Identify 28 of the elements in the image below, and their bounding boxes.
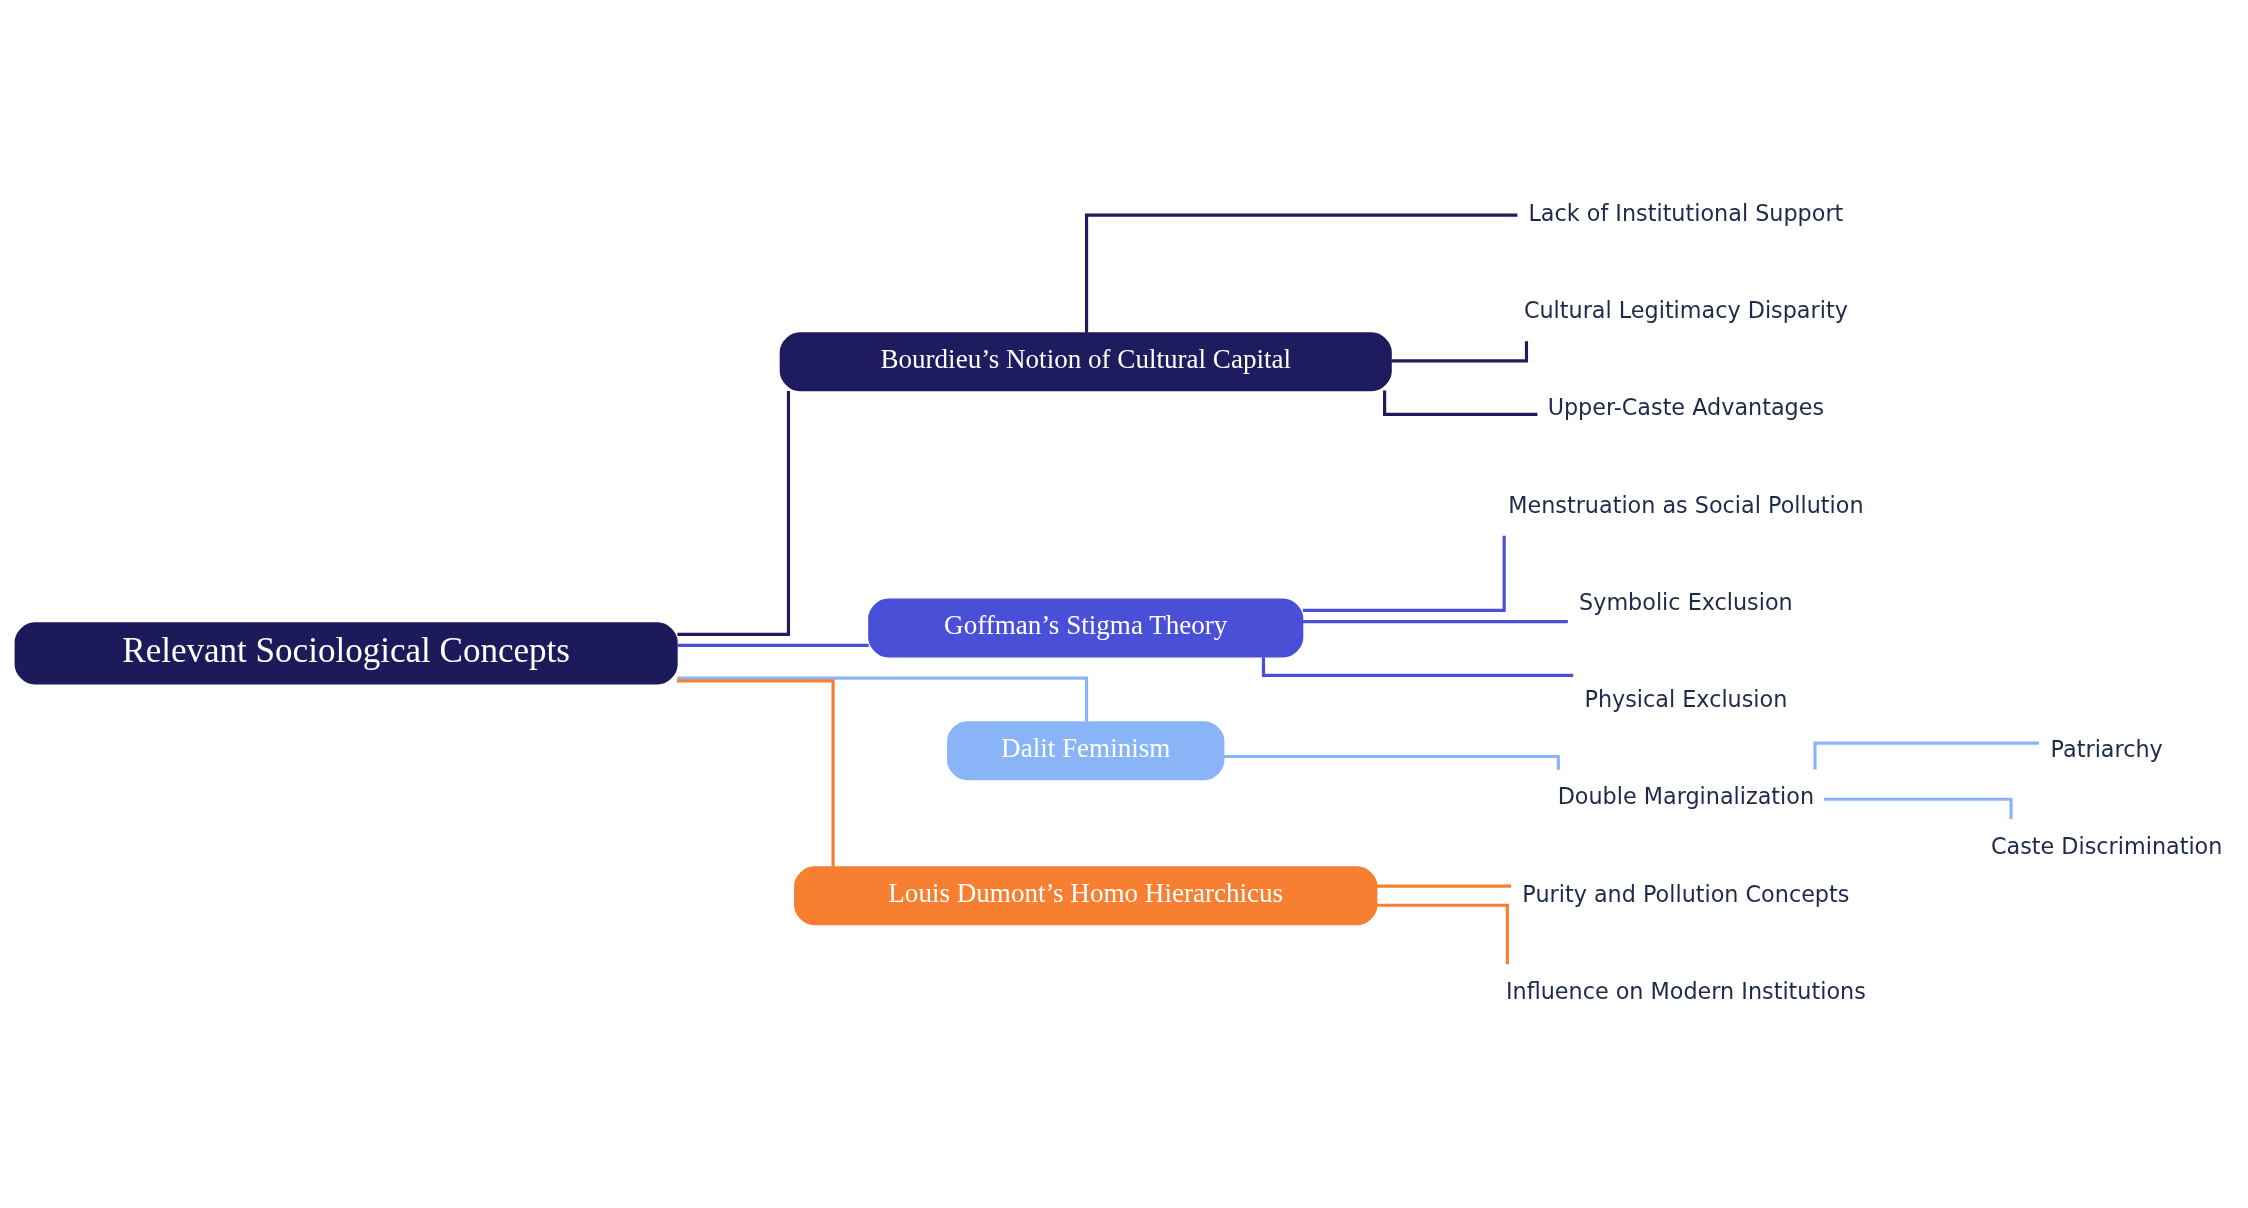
node-box: Louis Dumont’s Homo Hierarchicus: [794, 866, 1378, 926]
connector: [1377, 884, 1512, 888]
node-text: Cultural Legitimacy Disparity: [1523, 297, 1848, 324]
node-text: Influence on Modern Institutions: [1505, 977, 1866, 1004]
node-text: Lack of Institutional Support: [1528, 199, 1844, 226]
connector: [677, 390, 791, 636]
connector: [1302, 535, 1506, 612]
node-text: Purity and Pollution Concepts: [1522, 880, 1850, 907]
connector: [1084, 213, 1518, 333]
node-box: Goffman’s Stigma Theory: [868, 598, 1304, 658]
node-box: Dalit Feminism: [947, 721, 1225, 781]
connector: [1813, 741, 2040, 770]
connector: [1376, 903, 1509, 965]
node-text: Physical Exclusion: [1584, 686, 1788, 713]
node-text: Upper-Caste Advantages: [1547, 394, 1825, 421]
node-text: Symbolic Exclusion: [1579, 588, 1793, 615]
node-text: Menstruation as Social Pollution: [1508, 491, 1864, 518]
connector: [1302, 619, 1568, 624]
connector: [1383, 390, 1538, 416]
node-text: Caste Discrimination: [1990, 832, 2223, 859]
node-text: Patriarchy: [2050, 735, 2163, 762]
node-box: Bourdieu’s Notion of Cultural Capital: [779, 332, 1392, 392]
node-text: Double Marginalization: [1557, 783, 1815, 810]
connector: [677, 643, 869, 648]
connector: [1261, 657, 1574, 677]
connector: [677, 676, 1089, 722]
connector: [677, 679, 835, 867]
node-box: Relevant Sociological Concepts: [14, 622, 678, 685]
